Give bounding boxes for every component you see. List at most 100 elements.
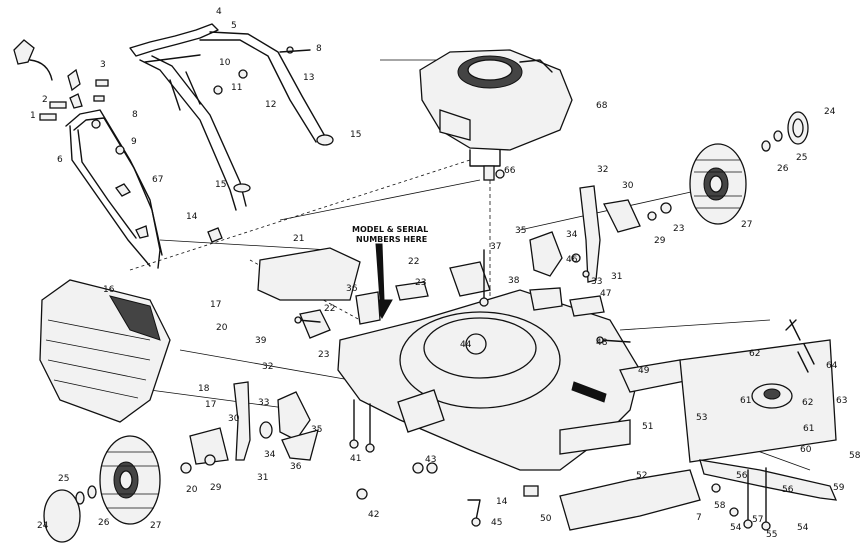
part-callout: 31 — [257, 473, 268, 483]
part-callout: 50 — [540, 514, 552, 524]
height-adjuster-front — [180, 381, 319, 474]
part-callout: 20 — [216, 323, 228, 333]
deck-brackets — [257, 247, 605, 339]
part-callout: 32 — [262, 362, 273, 372]
part-callout: 8 — [132, 110, 138, 120]
part-callout: 59 — [833, 483, 845, 493]
part-callout: 33 — [258, 398, 269, 408]
part-callout: 27 — [741, 220, 752, 230]
grass-bag — [39, 279, 171, 423]
part-callouts: 1234567889101112131414151516171718202021… — [30, 7, 861, 540]
lower-handle — [65, 109, 223, 269]
part-callout: 51 — [642, 422, 653, 432]
part-callout: 23 — [673, 224, 684, 234]
part-callout: 36 — [290, 462, 302, 472]
part-callout: 14 — [496, 497, 508, 507]
part-callout: 63 — [836, 396, 847, 406]
part-callout: 54 — [730, 523, 742, 533]
part-callout: 29 — [210, 483, 222, 493]
part-callout: 13 — [303, 73, 314, 83]
part-callout: 56 — [736, 471, 748, 481]
part-callout: 57 — [752, 515, 763, 525]
part-callout: 37 — [490, 242, 501, 252]
handle-knobs — [13, 39, 109, 121]
rear-wheel-right — [689, 111, 809, 225]
part-callout: 18 — [198, 384, 210, 394]
part-callout: 35 — [311, 425, 322, 435]
model-serial-label-line2: NUMBERS HERE — [356, 235, 427, 244]
part-callout: 10 — [219, 58, 231, 68]
part-callout: 24 — [824, 107, 836, 117]
part-callout: 56 — [782, 485, 794, 495]
part-callout: 61 — [803, 424, 814, 434]
part-callout: 39 — [255, 336, 267, 346]
part-callout: 44 — [460, 340, 472, 350]
front-wheel-left — [43, 435, 161, 543]
part-callout: 26 — [777, 164, 789, 174]
part-callout: 48 — [596, 338, 608, 348]
part-callout: 54 — [797, 523, 809, 533]
part-callout: 3 — [100, 60, 106, 70]
part-callout: 33 — [591, 277, 602, 287]
part-callout: 67 — [152, 175, 163, 185]
height-adjuster-rear — [529, 185, 672, 283]
part-callout: 58 — [849, 451, 861, 461]
part-callout: 43 — [425, 455, 436, 465]
part-callout: 17 — [205, 400, 216, 410]
part-callout: 17 — [210, 300, 221, 310]
part-callout: 24 — [37, 521, 49, 531]
part-callout: 30 — [622, 181, 634, 191]
part-callout: 49 — [638, 366, 650, 376]
part-callout: 9 — [131, 137, 137, 147]
part-callout: 46 — [566, 255, 578, 265]
part-callout: 21 — [293, 234, 304, 244]
part-callout: 32 — [597, 165, 608, 175]
part-callout: 36 — [346, 284, 358, 294]
part-callout: 15 — [350, 130, 361, 140]
part-callout: 30 — [228, 414, 240, 424]
part-callout: 45 — [491, 518, 502, 528]
part-callout: 20 — [186, 485, 198, 495]
part-callout: 12 — [265, 100, 276, 110]
part-callout: 1 — [30, 111, 36, 121]
part-callout: 25 — [58, 474, 69, 484]
part-callout: 42 — [368, 510, 379, 520]
part-callout: 38 — [508, 276, 520, 286]
blade-assembly — [559, 319, 838, 531]
part-callout: 22 — [408, 257, 419, 267]
upper-handle — [129, 23, 334, 211]
part-callout: 14 — [186, 212, 198, 222]
part-callout: 68 — [596, 101, 608, 111]
part-callout: 34 — [566, 230, 578, 240]
part-callout: 64 — [826, 361, 838, 371]
engine — [419, 49, 573, 181]
part-callout: 55 — [766, 530, 777, 540]
part-callout: 15 — [215, 180, 226, 190]
part-callout: 60 — [800, 445, 812, 455]
part-callout: 16 — [103, 285, 115, 295]
part-callout: 53 — [696, 413, 707, 423]
model-serial-label: MODEL & SERIAL — [352, 225, 428, 234]
part-callout: 27 — [150, 521, 161, 531]
part-callout: 23 — [318, 350, 329, 360]
part-callout: 23 — [415, 278, 426, 288]
part-callout: 11 — [231, 83, 242, 93]
part-callout: 29 — [654, 236, 666, 246]
part-callout: 58 — [714, 501, 726, 511]
part-callout: 25 — [796, 153, 807, 163]
part-callout: 4 — [216, 7, 222, 17]
part-callout: 2 — [42, 95, 48, 105]
part-callout: 31 — [611, 272, 622, 282]
mower-deck — [337, 289, 691, 471]
part-callout: 7 — [696, 513, 702, 523]
part-callout: 8 — [316, 44, 322, 54]
part-callout: 62 — [802, 398, 813, 408]
part-callout: 35 — [515, 226, 526, 236]
part-callout: 47 — [600, 289, 611, 299]
part-callout: 66 — [504, 166, 516, 176]
part-callout: 34 — [264, 450, 276, 460]
part-callout: 5 — [231, 21, 237, 31]
misc-fasteners — [294, 316, 631, 527]
